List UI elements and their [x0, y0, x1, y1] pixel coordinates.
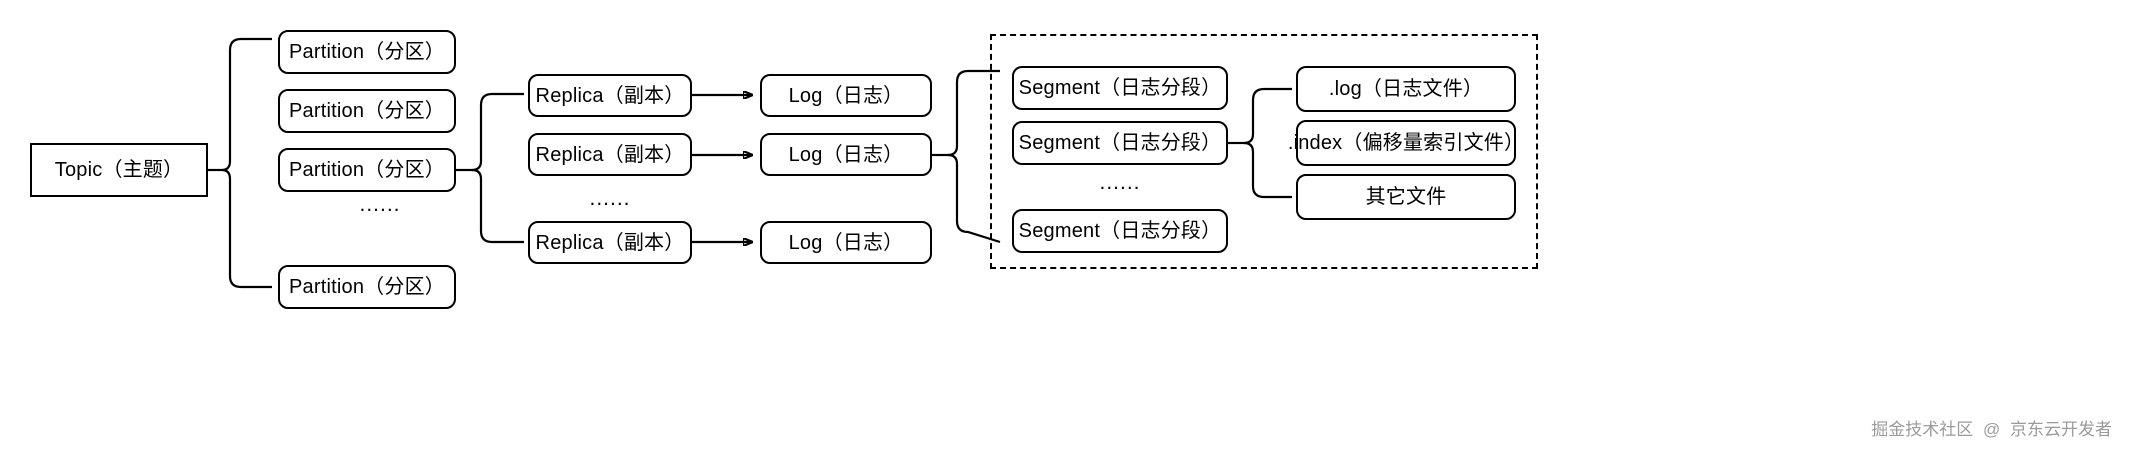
- node-log-1-label: Log（日志）: [788, 84, 904, 107]
- node-segment-2[interactable]: Segment（日志分段）: [1012, 121, 1228, 165]
- node-replica-2[interactable]: Replica（副本）: [528, 133, 692, 176]
- node-file-other-label: 其它文件: [1365, 186, 1447, 208]
- node-segment-1[interactable]: Segment（日志分段）: [1012, 66, 1228, 110]
- wire-partitions-to-replicas: [456, 92, 524, 244]
- node-partition-4[interactable]: Partition（分区）: [278, 265, 456, 309]
- node-segment-3[interactable]: Segment（日志分段）: [1012, 209, 1228, 253]
- node-partition-3[interactable]: Partition（分区）: [278, 148, 456, 192]
- segment-file-group-boundary: [990, 34, 1538, 269]
- node-log-3[interactable]: Log（日志）: [760, 221, 932, 264]
- node-partition-3-label: Partition（分区）: [289, 159, 445, 181]
- watermark-author: 京东云开发者: [2010, 420, 2112, 439]
- node-topic[interactable]: Topic（主题）: [30, 143, 208, 197]
- node-log-3-label: Log（日志）: [788, 231, 904, 254]
- watermark-community: 掘金技术社区: [1871, 420, 1974, 439]
- partitions-ellipsis: ......: [359, 193, 401, 216]
- node-segment-2-label: Segment（日志分段）: [1018, 132, 1222, 154]
- node-partition-2-label: Partition（分区）: [289, 100, 445, 122]
- node-log-2[interactable]: Log（日志）: [760, 133, 932, 176]
- replicas-ellipsis: ......: [589, 187, 631, 210]
- node-segment-3-label: Segment（日志分段）: [1018, 220, 1222, 242]
- segments-ellipsis: ......: [1099, 171, 1141, 194]
- watermark: 掘金技术社区 @ 京东云开发者: [1871, 421, 2112, 438]
- node-file-index[interactable]: .index（偏移量索引文件）: [1288, 120, 1524, 166]
- node-replica-2-label: Replica（副本）: [535, 143, 685, 166]
- node-topic-label: Topic（主题）: [54, 159, 184, 181]
- node-replica-3-label: Replica（副本）: [535, 231, 685, 254]
- node-partition-1[interactable]: Partition（分区）: [278, 30, 456, 74]
- node-file-other[interactable]: 其它文件: [1296, 174, 1516, 220]
- node-file-log-label: .log（日志文件）: [1328, 78, 1484, 100]
- node-partition-1-label: Partition（分区）: [289, 41, 445, 63]
- node-partition-4-label: Partition（分区）: [289, 276, 445, 298]
- node-segment-1-label: Segment（日志分段）: [1018, 77, 1222, 99]
- node-replica-1-label: Replica（副本）: [535, 84, 685, 107]
- node-partition-2[interactable]: Partition（分区）: [278, 89, 456, 133]
- node-log-2-label: Log（日志）: [788, 143, 904, 166]
- wire-topic-to-partitions: [208, 37, 272, 289]
- node-log-1[interactable]: Log（日志）: [760, 74, 932, 117]
- node-file-log[interactable]: .log（日志文件）: [1296, 66, 1516, 112]
- node-replica-3[interactable]: Replica（副本）: [528, 221, 692, 264]
- wire-replica-log-arrows: [692, 95, 752, 242]
- node-replica-1[interactable]: Replica（副本）: [528, 74, 692, 117]
- watermark-separator: @: [1983, 420, 2001, 439]
- node-file-index-label: .index（偏移量索引文件）: [1287, 132, 1525, 154]
